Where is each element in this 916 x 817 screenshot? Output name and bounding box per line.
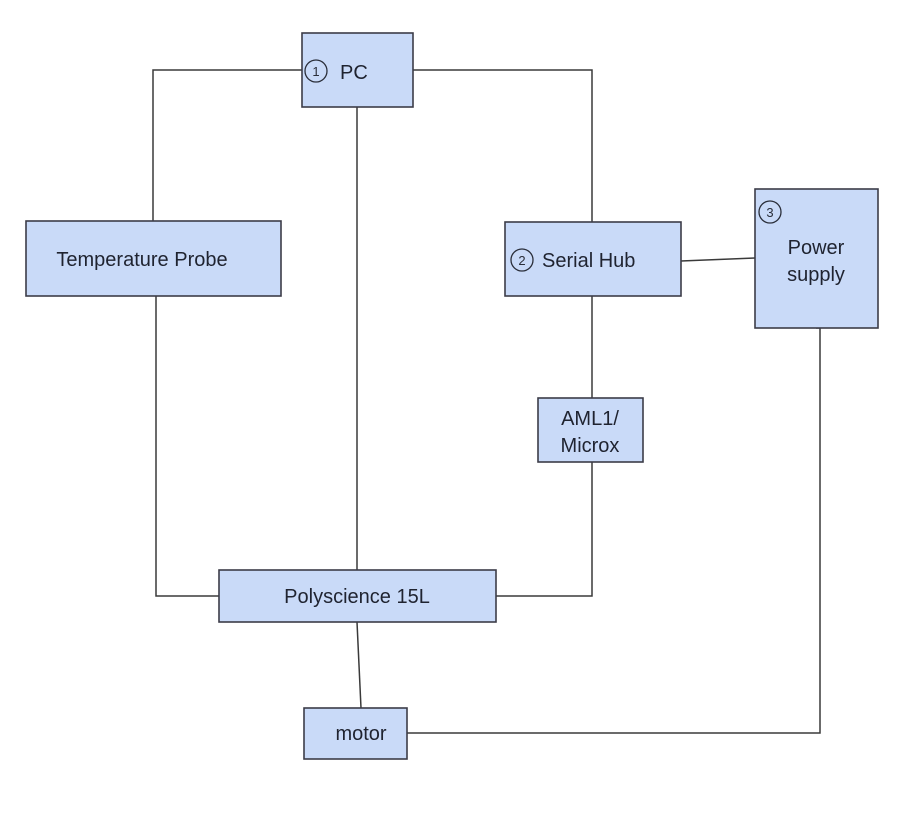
node-label: supply [787,264,845,286]
step-badge-number: 1 [312,64,319,79]
node-box [25,220,282,297]
node-box [218,569,497,623]
step-badge-circle-icon [758,200,782,224]
node-label: motor [335,723,386,745]
node-label: Power [788,237,845,259]
node-box [504,221,682,297]
step-badge-circle-icon [304,59,328,83]
node-label: Temperature Probe [56,249,227,271]
edge-serial-hub-to-power-supply [680,257,756,262]
node-box [754,188,879,329]
node-label: Microx [561,435,620,457]
edge-polyscience-to-motor [356,621,362,709]
node-label: AML1/ [561,408,619,430]
edge-pc-to-temperature-probe [152,69,302,221]
node-box [537,397,644,463]
node-aml1-microx: AML1/Microx [537,397,644,463]
node-label: Polyscience 15L [284,586,430,608]
node-polyscience: Polyscience 15L [218,569,497,623]
edge-temperature-probe-to-polyscience [155,296,219,597]
edge-aml1-microx-to-polyscience [496,462,593,597]
edges [152,69,821,734]
step-badge-number: 3 [766,205,773,220]
edge-power-supply-to-motor [407,327,821,734]
step-badge-number: 2 [518,253,525,268]
node-box [303,707,408,760]
node-serial-hub: 2 Serial Hub [504,221,682,297]
node-motor: motor [303,707,408,760]
node-box [301,32,414,108]
step-badge-circle-icon [510,248,534,272]
node-label: Serial Hub [542,250,635,272]
node-label: PC [340,62,368,84]
node-temperature-probe: Temperature Probe [25,220,282,297]
edge-pc-to-serial-hub [413,69,593,222]
node-pc: 1 PC [301,32,414,108]
